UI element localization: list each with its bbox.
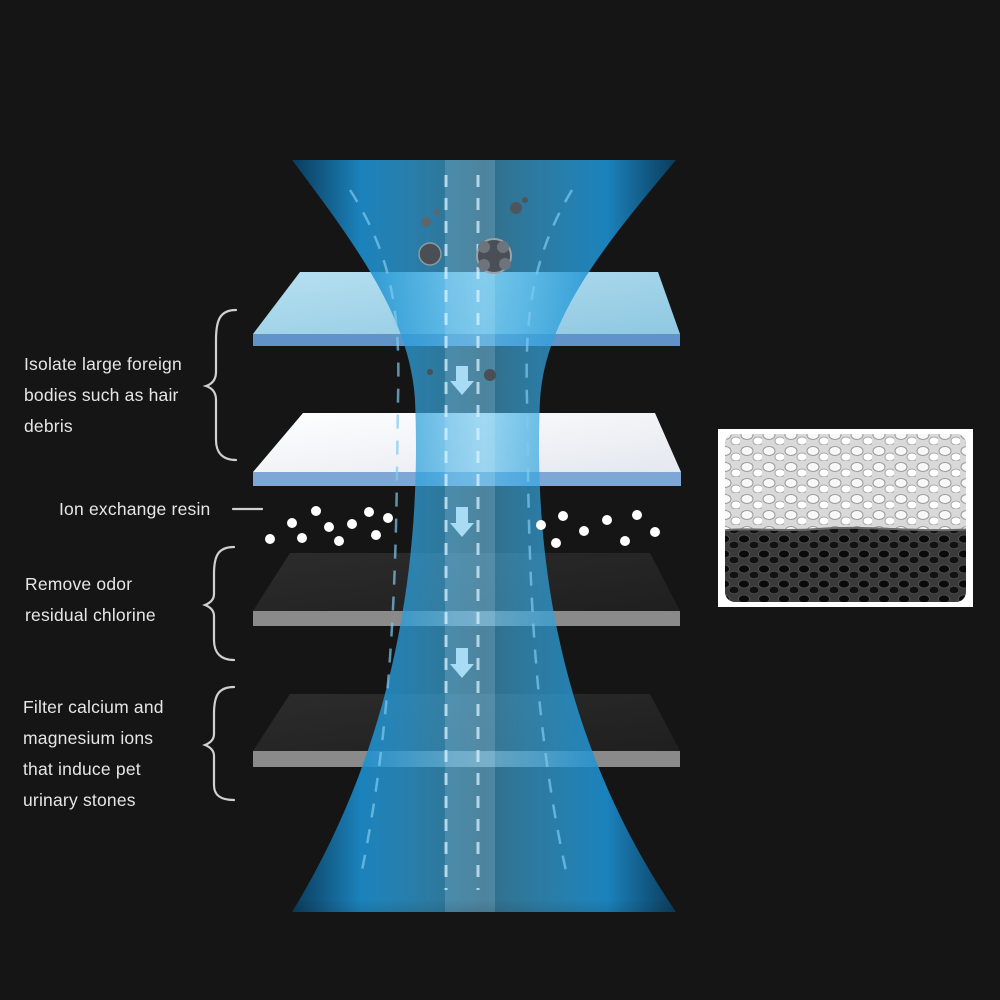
resin-bead-icon	[364, 507, 374, 517]
resin-bead-icon	[297, 533, 307, 543]
resin-bead-icon	[602, 515, 612, 525]
annotation-line: residual chlorine	[25, 600, 156, 631]
resin-bead-icon	[536, 520, 546, 530]
resin-bead-icon	[311, 506, 321, 516]
annotation-line: Isolate large foreign	[24, 349, 182, 380]
bracket-calcium	[205, 687, 234, 800]
annotation-line: debris	[24, 411, 182, 442]
resin-bead-icon	[334, 536, 344, 546]
sponge-sample-image	[718, 429, 973, 607]
annotation-line: that induce pet	[23, 754, 164, 785]
resin-bead-icon	[551, 538, 561, 548]
annotation-line: bodies such as hair	[24, 380, 182, 411]
annotation-remove-odor: Remove odor residual chlorine	[25, 569, 156, 631]
resin-bead-icon	[620, 536, 630, 546]
resin-bead-icon	[287, 518, 297, 528]
annotation-isolate-foreign-bodies: Isolate large foreign bodies such as hai…	[24, 349, 182, 442]
resin-bead-icon	[347, 519, 357, 529]
resin-bead-icon	[632, 510, 642, 520]
resin-bead-icon	[265, 534, 275, 544]
annotation-line: Remove odor	[25, 569, 156, 600]
bracket-odor	[205, 547, 234, 660]
resin-bead-icon	[579, 526, 589, 536]
annotation-line: Filter calcium and	[23, 692, 164, 723]
resin-bead-icon	[558, 511, 568, 521]
annotation-line: Ion exchange resin	[59, 494, 210, 525]
annotation-filter-calcium: Filter calcium and magnesium ions that i…	[23, 692, 164, 816]
resin-bead-icon	[324, 522, 334, 532]
annotation-ion-exchange-resin: Ion exchange resin	[59, 494, 210, 525]
sponge-sample-inset	[718, 429, 973, 607]
resin-bead-icon	[650, 527, 660, 537]
resin-bead-icon	[371, 530, 381, 540]
bracket-isolate	[206, 310, 236, 460]
resin-bead-icon	[383, 513, 393, 523]
annotation-line: urinary stones	[23, 785, 164, 816]
annotation-line: magnesium ions	[23, 723, 164, 754]
